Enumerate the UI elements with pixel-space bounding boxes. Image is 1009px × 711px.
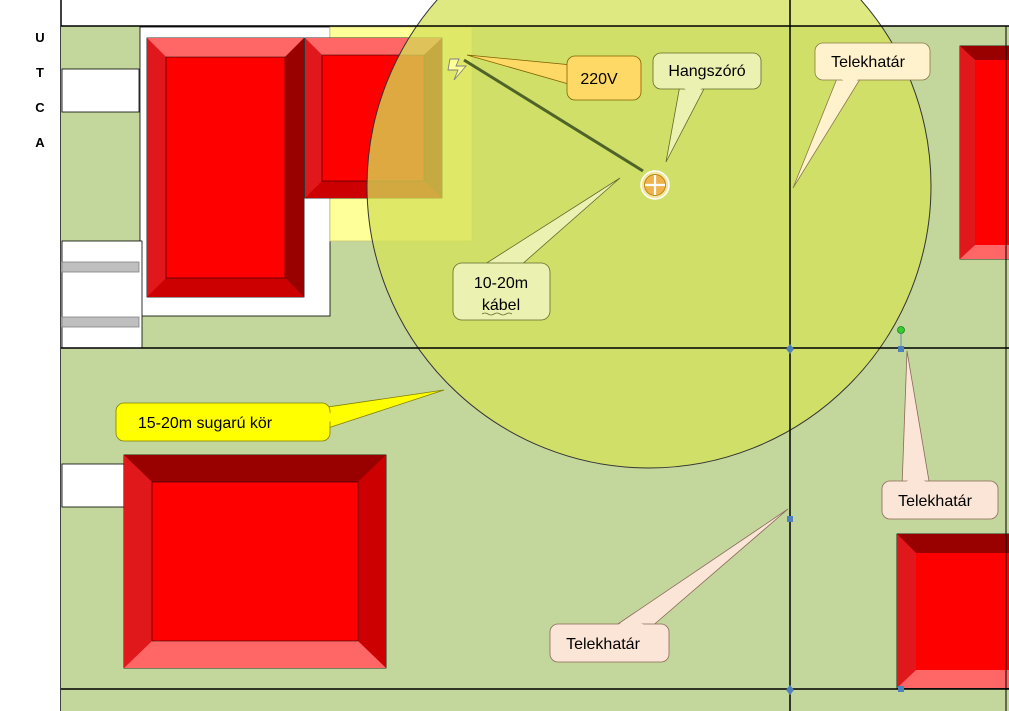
callout-boundary-right-label: Telekhatár — [898, 493, 972, 510]
callout-speaker: Hangszóró — [652, 52, 762, 163]
callout-boundary-bottom-label: Telekhatár — [566, 636, 640, 653]
callout-cable-line1: 10-20m — [474, 275, 528, 292]
street-letter-2: T — [36, 65, 44, 80]
callout-speaker-label: Hangszóró — [668, 63, 745, 80]
callout-radius: 15-20m sugarú kör — [115, 389, 445, 442]
callout-boundary-bottom: Telekhatár — [549, 508, 789, 663]
driveway-track-lower — [61, 316, 140, 328]
house-right-bottom — [896, 533, 1009, 689]
house-lower-left — [123, 454, 387, 669]
house-right-top — [959, 45, 1009, 260]
callout-boundary-top: Telekhatár — [792, 42, 931, 189]
callout-radius-label: 15-20m sugarú kör — [138, 415, 273, 432]
callout-boundary-top-label: Telekhatár — [831, 54, 905, 71]
speaker-cable — [463, 58, 644, 173]
house-main — [146, 37, 305, 298]
property-boundary-lines — [61, 0, 1009, 711]
driveway-track-upper — [61, 261, 140, 273]
callout-power: 220V — [466, 54, 642, 101]
selection-handles — [786, 326, 905, 695]
entrance-walkway — [61, 68, 140, 113]
speaker-icon — [640, 170, 670, 200]
driveway — [61, 240, 143, 349]
lightning-icon — [447, 58, 467, 81]
street-letter-4: A — [35, 135, 45, 150]
callout-power-label: 220V — [580, 71, 618, 88]
lower-walkway — [61, 463, 125, 508]
street-letter-3: C — [35, 100, 45, 115]
spellcheck-underline — [481, 312, 513, 316]
callout-cable: 10-20m kábel — [452, 177, 621, 321]
street-letter-1: U — [35, 30, 44, 45]
callout-boundary-right: Telekhatár — [881, 350, 999, 520]
callout-cable-line2: kábel — [482, 297, 520, 314]
